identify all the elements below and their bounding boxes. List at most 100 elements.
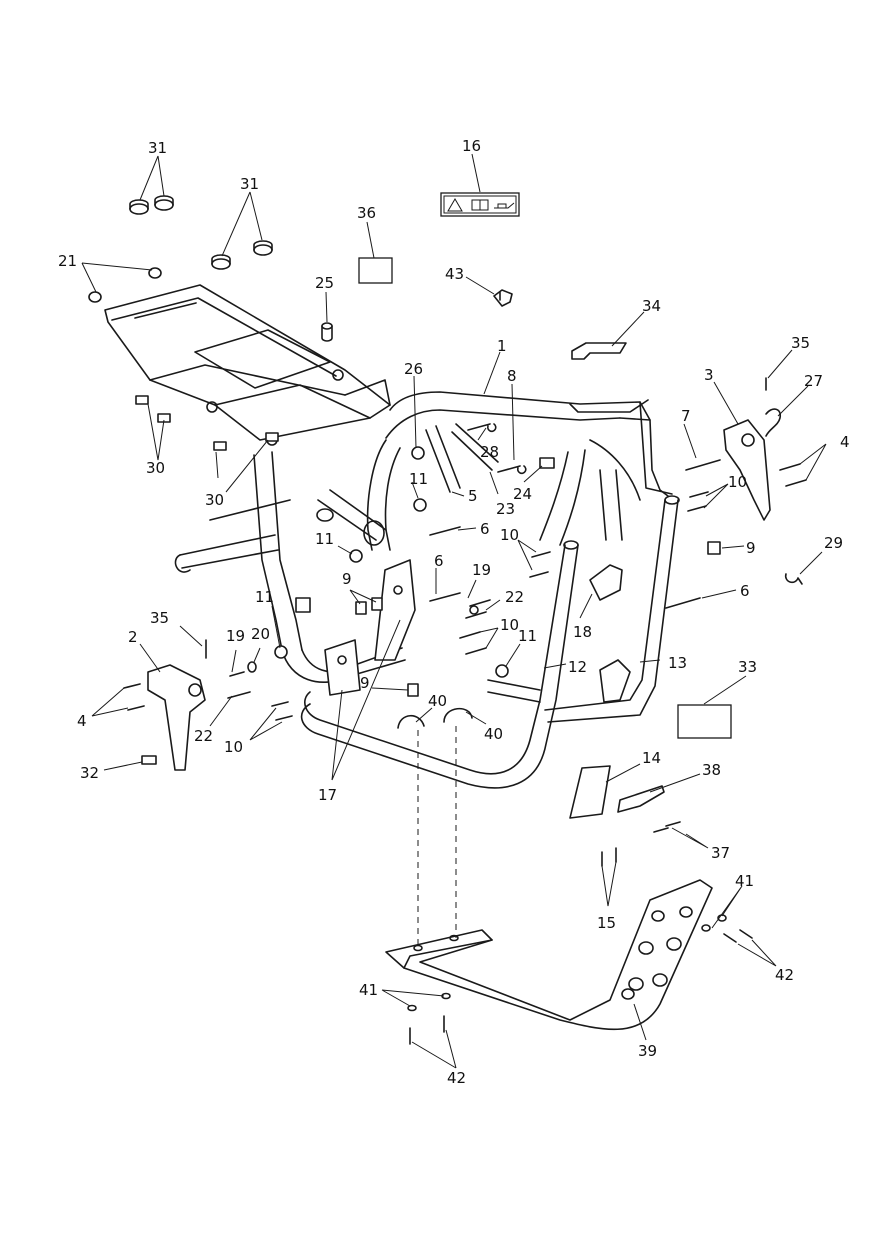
rear-subframe bbox=[104, 284, 391, 446]
clip-29 bbox=[784, 573, 803, 585]
callout-40: 40 bbox=[484, 725, 503, 743]
grommet-31-set-b bbox=[211, 240, 273, 270]
leader-lines bbox=[81, 153, 827, 1069]
callout-22: 22 bbox=[505, 588, 524, 606]
callout-33: 33 bbox=[738, 658, 757, 676]
grommet-31-set-a bbox=[129, 195, 174, 215]
callout-35: 35 bbox=[150, 609, 169, 627]
callout-39: 39 bbox=[638, 1042, 657, 1060]
callout-9: 9 bbox=[342, 570, 352, 588]
callout-9: 9 bbox=[746, 539, 756, 557]
callout-30: 30 bbox=[205, 491, 224, 509]
callout-2: 2 bbox=[128, 628, 138, 646]
callout-42: 42 bbox=[775, 966, 794, 984]
callout-7: 7 bbox=[681, 407, 691, 425]
callout-9: 9 bbox=[360, 674, 370, 692]
callout-1: 1 bbox=[497, 337, 507, 355]
sump-guard-39 bbox=[385, 879, 713, 1031]
plug-32 bbox=[141, 755, 157, 765]
hanger-2 bbox=[147, 664, 206, 771]
callout-11: 11 bbox=[315, 530, 334, 548]
callout-19: 19 bbox=[472, 561, 491, 579]
callout-10: 10 bbox=[500, 526, 519, 544]
cover-34 bbox=[571, 342, 627, 360]
callout-30: 30 bbox=[146, 459, 165, 477]
callout-8: 8 bbox=[507, 367, 517, 385]
callout-4: 4 bbox=[840, 433, 850, 451]
callout-11: 11 bbox=[518, 627, 537, 645]
callout-10: 10 bbox=[224, 738, 243, 756]
callout-41: 41 bbox=[735, 872, 754, 890]
callout-29: 29 bbox=[824, 534, 843, 552]
callout-27: 27 bbox=[804, 372, 823, 390]
nut-plate-24 bbox=[539, 457, 555, 469]
callout-31: 31 bbox=[148, 139, 167, 157]
hanger-3 bbox=[723, 419, 771, 521]
callout-5: 5 bbox=[468, 487, 478, 505]
callout-25: 25 bbox=[315, 274, 334, 292]
callout-10: 10 bbox=[500, 616, 519, 634]
bush-25 bbox=[321, 322, 333, 342]
callout-11: 11 bbox=[255, 588, 274, 606]
callout-32: 32 bbox=[80, 764, 99, 782]
callout-15: 15 bbox=[597, 914, 616, 932]
main-frame bbox=[316, 391, 673, 551]
callout-38: 38 bbox=[702, 761, 721, 779]
manual-book-icon bbox=[471, 199, 489, 211]
link-5 bbox=[425, 425, 461, 493]
callout-6: 6 bbox=[480, 520, 490, 538]
bracket-38 bbox=[617, 785, 665, 813]
clamp-40 bbox=[397, 707, 473, 729]
callout-26: 26 bbox=[404, 360, 423, 378]
callout-23: 23 bbox=[496, 500, 515, 518]
warning-label-16 bbox=[440, 192, 520, 217]
callout-17: 17 bbox=[318, 786, 337, 804]
callout-21: 21 bbox=[58, 252, 77, 270]
callout-43: 43 bbox=[445, 265, 464, 283]
clip-9 bbox=[355, 541, 721, 697]
callout-24: 24 bbox=[513, 485, 532, 503]
callout-22: 22 bbox=[194, 727, 213, 745]
oil-can-icon bbox=[494, 202, 515, 209]
callout-14: 14 bbox=[642, 749, 661, 767]
nuts-11 bbox=[274, 446, 509, 678]
callout-31: 31 bbox=[240, 175, 259, 193]
callout-28: 28 bbox=[480, 443, 499, 461]
callout-42: 42 bbox=[447, 1069, 466, 1087]
callout-37: 37 bbox=[711, 844, 730, 862]
callout-11: 11 bbox=[409, 470, 428, 488]
callout-13: 13 bbox=[668, 654, 687, 672]
callout-12: 12 bbox=[568, 658, 587, 676]
callout-18: 18 bbox=[573, 623, 592, 641]
callout-19: 19 bbox=[226, 627, 245, 645]
callout-36: 36 bbox=[357, 204, 376, 222]
parts-layer bbox=[88, 192, 807, 1045]
callout-10: 10 bbox=[728, 473, 747, 491]
spring-27 bbox=[765, 408, 782, 437]
link-23 bbox=[451, 423, 499, 471]
lower-cradle-rails bbox=[300, 495, 680, 789]
callout-3: 3 bbox=[704, 366, 714, 384]
engine-plate-17 bbox=[324, 559, 416, 696]
warning-triangle-icon bbox=[447, 198, 463, 212]
callout-35: 35 bbox=[791, 334, 810, 352]
callout-34: 34 bbox=[642, 297, 661, 315]
clip-43 bbox=[493, 289, 513, 307]
cap-21 bbox=[88, 267, 162, 303]
callout-6: 6 bbox=[434, 552, 444, 570]
callout-20: 20 bbox=[251, 625, 270, 643]
bolts bbox=[123, 377, 807, 1045]
label-33 bbox=[677, 704, 732, 739]
callout-6: 6 bbox=[740, 582, 750, 600]
plate-14 bbox=[569, 765, 611, 819]
callout-4: 4 bbox=[77, 712, 87, 730]
label-36 bbox=[358, 257, 393, 284]
down-tubes bbox=[174, 451, 406, 684]
bracket-18 bbox=[589, 564, 623, 601]
callout-labels: 31 31 16 36 21 43 25 34 1 35 26 8 3 27 3… bbox=[58, 137, 850, 1087]
callout-40: 40 bbox=[428, 692, 447, 710]
callout-41: 41 bbox=[359, 981, 378, 999]
rubber-mount-30 bbox=[135, 395, 279, 451]
callout-16: 16 bbox=[462, 137, 481, 155]
